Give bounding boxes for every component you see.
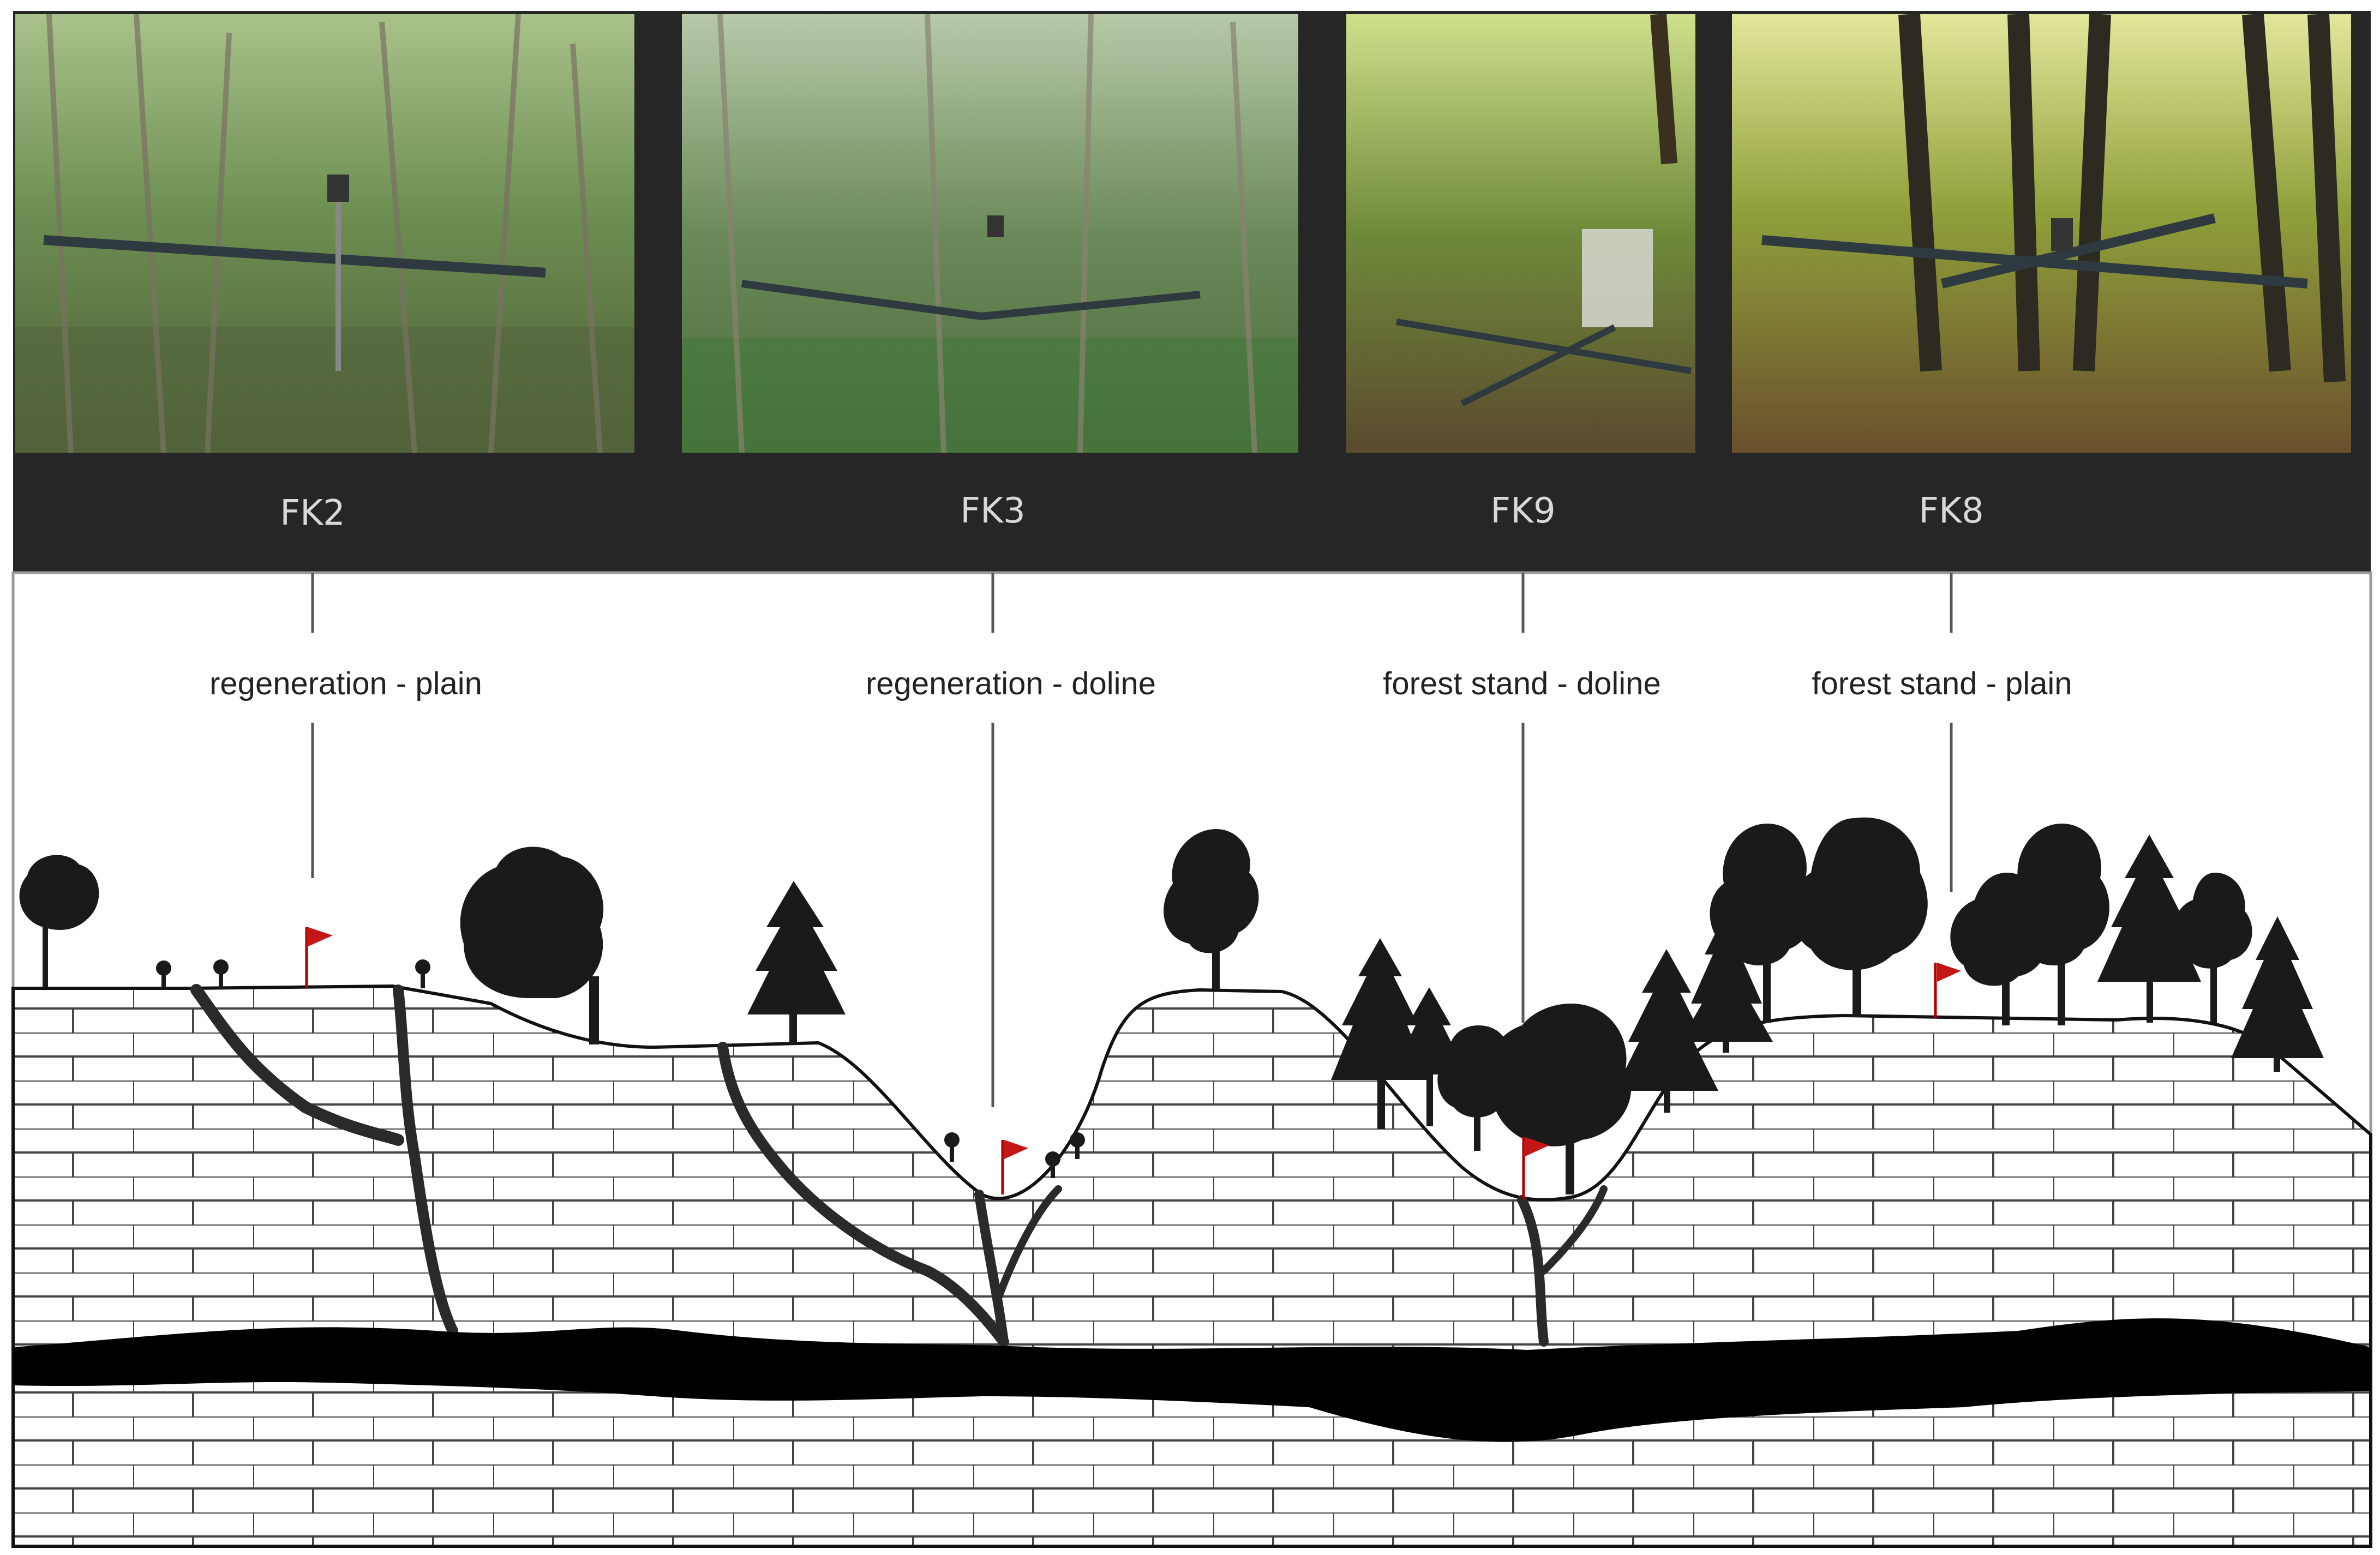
photo-label-fk9: FK9 <box>1490 491 1556 531</box>
photo-fk9 <box>1346 13 1695 453</box>
flag-fk2 <box>305 927 333 988</box>
photo-label-fk8: FK8 <box>1919 491 1984 531</box>
tree <box>2097 834 2201 1023</box>
seedling <box>415 959 430 988</box>
seedling <box>1045 1151 1060 1178</box>
tree <box>1790 817 1928 1017</box>
tree-silhouettes <box>19 817 2324 1194</box>
tree <box>2004 824 2109 1025</box>
tree <box>1710 824 1815 1023</box>
site-label-fk9: forest stand - doline <box>1383 666 1660 701</box>
site-label-fk2: regeneration - plain <box>209 666 482 701</box>
tree <box>747 881 846 1044</box>
flag-fk8 <box>1934 963 1961 1018</box>
flag-fk3 <box>1001 1140 1028 1194</box>
photo-label-fk3: FK3 <box>960 491 1026 531</box>
tree <box>1391 987 1467 1126</box>
karst-fractures <box>190 984 1608 1347</box>
tree <box>2174 873 2252 1023</box>
site-label-fk8: forest stand - plain <box>1812 666 2072 701</box>
photo-fk3 <box>682 14 1298 453</box>
tree <box>1680 911 1773 1053</box>
photo-fk8 <box>1732 13 2351 453</box>
underground-channel <box>13 1318 2371 1442</box>
tree <box>1484 1004 1632 1194</box>
limestone-terrain <box>11 984 2372 1548</box>
tree <box>1615 949 1718 1113</box>
tree <box>1164 829 1259 990</box>
tree <box>460 846 604 1044</box>
photo-label-fk2: FK2 <box>280 493 345 533</box>
tree <box>2231 916 2324 1072</box>
seedling <box>1070 1132 1085 1159</box>
seedling <box>213 959 229 988</box>
flag-fk9 <box>1522 1137 1549 1199</box>
site-label-fk3: regeneration - doline <box>866 666 1156 701</box>
leader-lines <box>311 573 1953 1107</box>
seedling <box>944 1132 960 1162</box>
seedling <box>156 960 171 988</box>
tree <box>1331 938 1429 1129</box>
photo-fk2 <box>15 14 634 453</box>
tree <box>19 855 99 987</box>
